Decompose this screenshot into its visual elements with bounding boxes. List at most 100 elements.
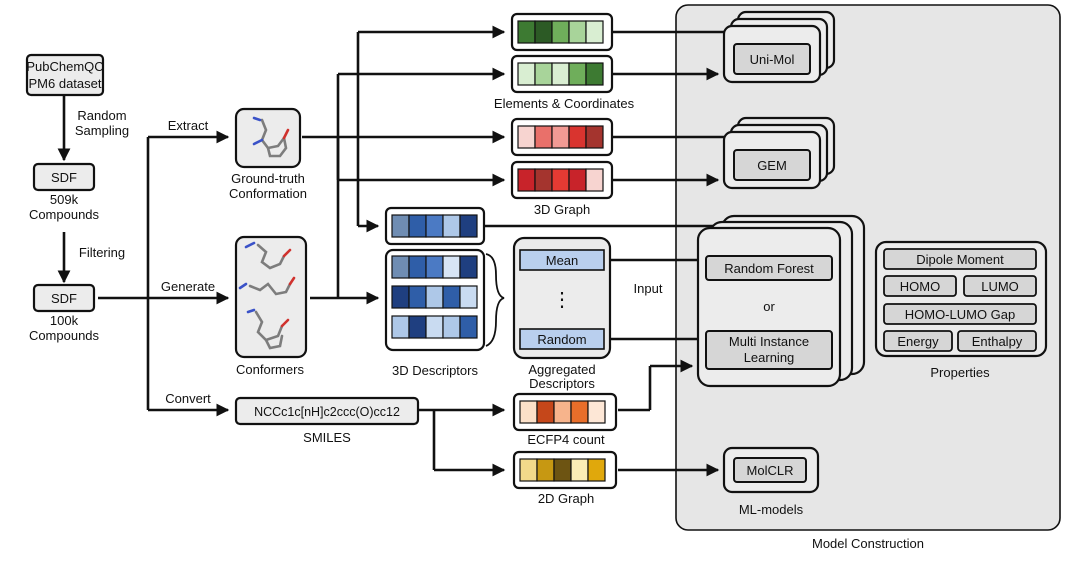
svg-text:Ground-truth: Ground-truth <box>231 171 305 186</box>
vector-ecfp4 <box>512 392 618 432</box>
vector-cell <box>568 125 587 149</box>
vector-descriptor-b <box>391 285 478 309</box>
sdf2-count: 100k <box>50 313 79 328</box>
vector-cell <box>585 125 604 149</box>
vector-cell <box>408 285 427 309</box>
property-energy: Energy <box>897 334 939 349</box>
vector-cell <box>519 400 538 424</box>
vector-cell <box>570 400 589 424</box>
ml-models-label: ML-models <box>739 502 804 517</box>
connectors <box>57 25 724 477</box>
vector-cell <box>408 255 427 279</box>
random-forest-label: Random Forest <box>724 261 814 276</box>
vector-cell <box>459 315 478 339</box>
gem-stack: GEM <box>722 116 836 190</box>
vector-cell <box>534 125 553 149</box>
vector-cell <box>519 458 538 482</box>
sdf2-unit: Compounds <box>29 328 100 343</box>
vector-cell <box>551 62 570 86</box>
molclr-box: MolCLR ML-models <box>722 446 820 517</box>
vector-cell <box>442 315 461 339</box>
unimol-label: Uni-Mol <box>750 52 795 67</box>
random-bar: Random <box>519 328 605 350</box>
smiles-box: NCCc1c[nH]c2ccc(O)cc12 SMILES <box>234 396 420 445</box>
vector-cell <box>585 20 604 44</box>
vector-descriptor-c <box>391 315 478 339</box>
extract-label: Extract <box>168 118 209 133</box>
molclr-label: MolCLR <box>747 463 794 478</box>
descriptors3d-label: 3D Descriptors <box>392 363 478 378</box>
property-lumo: LUMO <box>981 279 1019 294</box>
sampling-label-1: Random <box>77 108 126 123</box>
vector-cell <box>408 214 427 238</box>
vector-cell <box>568 20 587 44</box>
conformer-molecule-icons <box>238 241 296 350</box>
sdf1-unit: Compounds <box>29 207 100 222</box>
vector-cell <box>391 285 410 309</box>
vector-descriptor-single <box>384 206 486 246</box>
descriptors3d-stack: 3D Descriptors <box>384 248 505 378</box>
sdf1-count: 509k <box>50 192 79 207</box>
property-homo: HOMO <box>900 279 940 294</box>
vector-cell <box>459 285 478 309</box>
svg-text:SDF: SDF <box>51 291 77 306</box>
conformers-box: Conformers <box>234 235 308 377</box>
generate-label: Generate <box>161 279 215 294</box>
vector-cell <box>442 255 461 279</box>
smiles-string: NCCc1c[nH]c2ccc(O)cc12 <box>254 405 400 419</box>
vector-cell <box>517 125 536 149</box>
ecfp4-label: ECFP4 count <box>527 432 605 447</box>
vector-cell <box>425 214 444 238</box>
vector-elements-1 <box>510 12 614 52</box>
vector-cell <box>425 255 444 279</box>
vector-cell <box>517 62 536 86</box>
vector-cell <box>391 315 410 339</box>
gem-label: GEM <box>757 158 787 173</box>
graph2d-label: 2D Graph <box>538 491 594 506</box>
vector-cell <box>568 168 587 192</box>
svg-text:Conformation: Conformation <box>229 186 307 201</box>
aggregated-descriptors-box: Mean ⋮ Random Aggregated Descriptors <box>512 236 612 391</box>
vector-cell <box>551 168 570 192</box>
elements-coordinates-label: Elements & Coordinates <box>494 96 635 111</box>
vector-3dgraph-1 <box>510 117 614 157</box>
model-construction-label: Model Construction <box>812 536 924 551</box>
vector-cell <box>425 285 444 309</box>
convert-label: Convert <box>165 391 211 406</box>
aggregated-ellipsis: ⋮ <box>552 289 572 311</box>
property-dipole: Dipole Moment <box>916 252 1004 267</box>
vector-cell <box>536 458 555 482</box>
or-label: or <box>763 299 775 314</box>
vector-cell <box>551 20 570 44</box>
smiles-label: SMILES <box>303 430 351 445</box>
ground-truth-molecule-box: Ground-truth Conformation <box>229 107 307 201</box>
svg-text:Aggregated: Aggregated <box>528 362 595 377</box>
vector-cell <box>587 400 606 424</box>
svg-text:PM6 dataset: PM6 dataset <box>29 76 102 91</box>
vector-cell <box>408 315 427 339</box>
svg-text:Mean: Mean <box>546 253 579 268</box>
vector-cell <box>534 168 553 192</box>
vector-cell <box>391 214 410 238</box>
svg-text:PubChemQC: PubChemQC <box>26 59 103 74</box>
mil-label-1: Multi Instance <box>729 334 809 349</box>
vector-cell <box>391 255 410 279</box>
vector-cell <box>551 125 570 149</box>
vector-cell <box>517 20 536 44</box>
vector-cell <box>585 168 604 192</box>
vector-cell <box>568 62 587 86</box>
filtering-label: Filtering <box>79 245 125 260</box>
vector-descriptor-a <box>391 255 478 279</box>
vector-cell <box>553 400 572 424</box>
vector-elements-2 <box>510 54 614 94</box>
mil-label-2: Learning <box>744 350 795 365</box>
svg-text:Conformers: Conformers <box>236 362 304 377</box>
vector-cell <box>536 400 555 424</box>
property-enthalpy: Enthalpy <box>972 334 1023 349</box>
vector-cell <box>553 458 572 482</box>
properties-label: Properties <box>930 365 990 380</box>
vector-2dgraph <box>512 450 618 490</box>
input-label: Input <box>634 281 663 296</box>
svg-text:SDF: SDF <box>51 170 77 185</box>
